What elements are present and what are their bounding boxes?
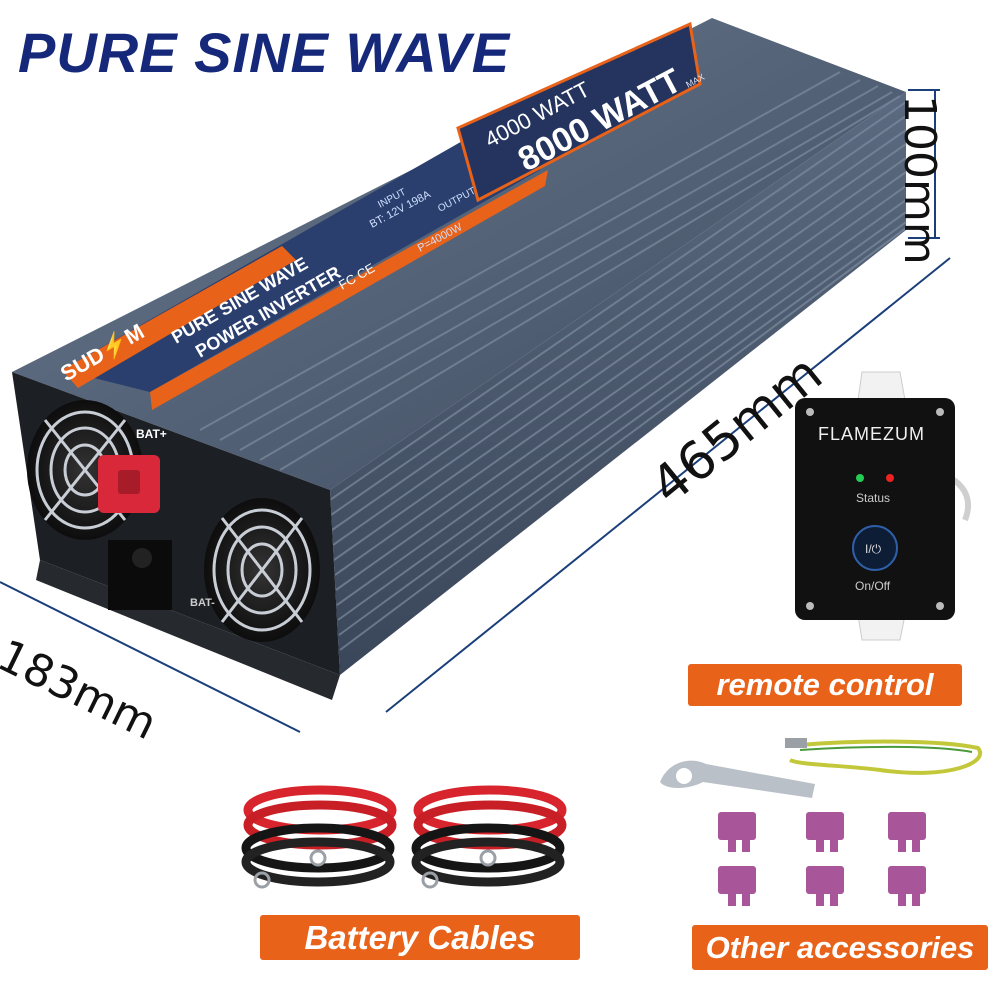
negative-terminal xyxy=(108,540,172,610)
inverter-side-face xyxy=(330,92,906,675)
fuses xyxy=(718,812,926,906)
dimension-lines xyxy=(0,89,951,733)
remote-onoff-label: On/Off xyxy=(855,579,891,593)
battery-cables-label: Battery Cables xyxy=(260,915,580,960)
remote-status-label: Status xyxy=(856,491,890,505)
positive-terminal-label: BAT+ xyxy=(136,427,167,441)
cooling-fan-right xyxy=(204,498,320,642)
inverter: SUD⚡M PURE SINE WAVE POWER INVERTER FC C… xyxy=(12,18,907,700)
negative-terminal-label: BAT- xyxy=(190,597,215,609)
label-orange-band xyxy=(62,246,296,388)
positive-terminal xyxy=(98,455,160,513)
remote-control-label: remote control xyxy=(688,664,962,706)
other-accessories-label: Other accessories xyxy=(692,925,988,970)
label-orange-band-lower xyxy=(150,170,548,410)
headline: PURE SINE WAVE xyxy=(18,21,511,84)
cable-ring-terminals xyxy=(253,849,497,889)
wrench xyxy=(660,760,815,798)
remote-brand: FLAMEZUM xyxy=(818,424,925,444)
inverter-top-face xyxy=(12,18,906,490)
ground-wire xyxy=(785,738,982,775)
dimension-height-label: 100mm xyxy=(894,95,945,265)
remote-control xyxy=(795,371,972,641)
remote-power-symbol: I/⏻ xyxy=(865,542,882,556)
heatsink-fins xyxy=(199,71,907,651)
battery-cables xyxy=(241,785,567,887)
rating-box xyxy=(456,21,702,203)
